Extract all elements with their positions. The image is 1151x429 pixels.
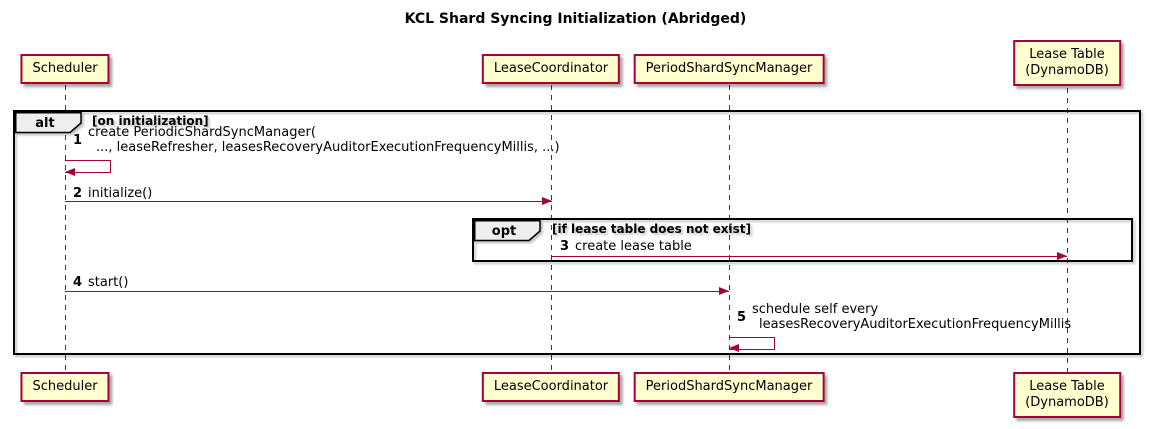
participant-lease-table-bottom: Lease Table (DynamoDB) [1013, 372, 1121, 418]
message-5-text-line2: leasesRecoveryAuditorExecutionFrequencyM… [759, 317, 1072, 332]
participant-label-line1: Lease Table [1029, 47, 1105, 62]
participant-period-shard-sync-manager-bottom: PeriodShardSyncManager [633, 372, 825, 402]
opt-operator-pentagon: opt [474, 220, 541, 242]
period-shard-sync-manager-lifeline [729, 85, 730, 372]
diagram-title: KCL Shard Syncing Initialization (Abridg… [404, 11, 747, 27]
message-3-arrow-line [551, 256, 1067, 257]
opt-frame: opt [if lease table does not exist] [472, 218, 1133, 262]
participant-scheduler-bottom: Scheduler [20, 372, 110, 402]
alt-frame: alt [on initialization] [13, 110, 1141, 355]
message-2-number: 2 [73, 186, 83, 201]
participant-lease-coordinator-bottom: LeaseCoordinator [481, 372, 621, 402]
participant-lease-table-top: Lease Table (DynamoDB) [1013, 40, 1121, 86]
participant-scheduler-top: Scheduler [20, 54, 110, 84]
participant-lease-coordinator-top: LeaseCoordinator [481, 54, 621, 84]
opt-operator-label: opt [492, 224, 516, 239]
participant-label-line2: (DynamoDB) [1025, 395, 1109, 410]
message-5-self-arrow [729, 337, 775, 350]
opt-guard-label: [if lease table does not exist] [552, 222, 752, 236]
alt-operator-pentagon: alt [15, 112, 82, 134]
message-5-number: 5 [737, 310, 747, 325]
alt-guard-label: [on initialization] [92, 114, 209, 128]
message-2-text: initialize() [88, 186, 153, 201]
message-2-arrowhead-icon [542, 197, 552, 205]
participant-label: LeaseCoordinator [493, 61, 609, 76]
message-1-self-arrow [65, 160, 111, 173]
message-3-text: create lease table [575, 239, 692, 254]
message-1-text-line1: create PeriodicShardSyncManager( [88, 125, 316, 140]
participant-label-line2: (DynamoDB) [1025, 63, 1109, 78]
message-2-arrow-line [65, 201, 552, 202]
lease-coordinator-lifeline [551, 85, 552, 372]
message-5-arrowhead-icon [729, 344, 739, 352]
alt-operator-label: alt [35, 116, 54, 131]
participant-label-line1: Lease Table [1029, 379, 1105, 394]
message-5-text-line1: schedule self every [752, 302, 879, 317]
message-3-number: 3 [560, 239, 570, 254]
participant-period-shard-sync-manager-top: PeriodShardSyncManager [633, 54, 825, 84]
message-4-arrow-line [65, 291, 729, 292]
participant-label: PeriodShardSyncManager [645, 379, 813, 394]
participant-label: PeriodShardSyncManager [645, 61, 813, 76]
participant-label: Scheduler [32, 379, 98, 394]
message-4-number: 4 [73, 275, 83, 290]
message-4-text: start() [88, 275, 129, 290]
participant-label: LeaseCoordinator [493, 379, 609, 394]
message-1-text-line2: ..., leaseRefresher, leasesRecoveryAudit… [96, 140, 560, 155]
lease-table-lifeline [1067, 88, 1068, 372]
message-4-arrowhead-icon [719, 287, 729, 295]
message-1-arrowhead-icon [65, 168, 75, 176]
message-1-number: 1 [73, 133, 83, 148]
participant-label: Scheduler [32, 61, 98, 76]
message-3-arrowhead-icon [1057, 252, 1067, 260]
scheduler-lifeline [65, 85, 66, 372]
